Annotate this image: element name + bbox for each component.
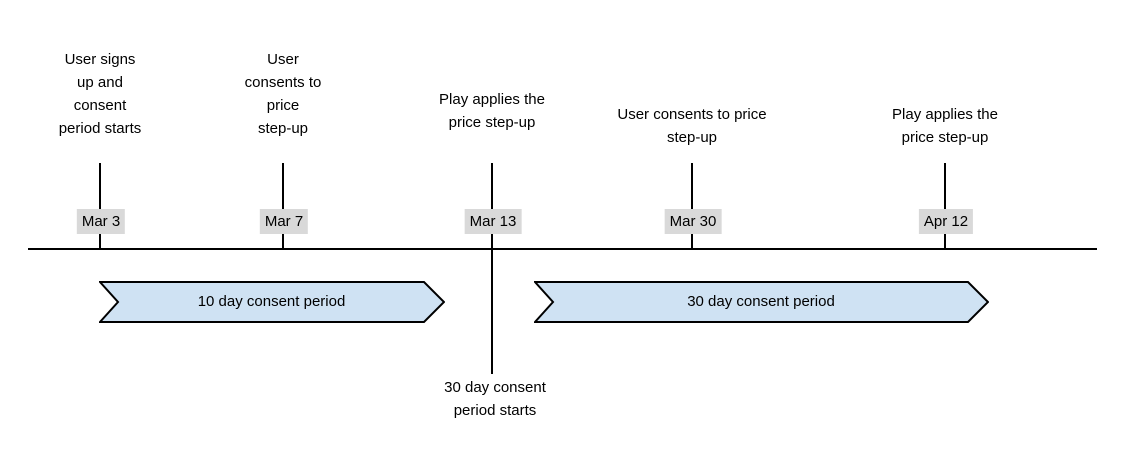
banner-arrow-polygon [99,281,445,323]
event-description: Play applies the price step-up [439,91,545,131]
event-tick [282,163,284,249]
event-date-label: Mar 30 [664,209,722,234]
event-description: User signs up and consent period starts [58,51,142,137]
banner-label: 10 day consent period [197,293,346,310]
timeline-axis [28,248,1097,250]
event-date-label: Mar 7 [259,209,309,234]
event-tick [99,163,101,249]
event-tick [944,163,946,249]
banner-arrow-shape [534,281,989,323]
event-tick [691,163,693,249]
banner-arrow-shape [99,281,445,323]
banner-label: 30 day consent period [687,293,835,310]
event-tick [491,163,493,374]
event-date-label: Mar 3 [76,209,126,234]
banner-arrow-polygon [534,281,989,323]
event-description: User consents to price step-up [244,51,322,137]
event-description: Play applies the price step-up [892,106,998,146]
event-date-label: Mar 13 [464,209,522,234]
event-date-label: Apr 12 [918,209,974,234]
annotation-30-day-period-starts: 30 day consent period starts [444,379,546,419]
event-description: User consents to price step-up [617,106,767,146]
